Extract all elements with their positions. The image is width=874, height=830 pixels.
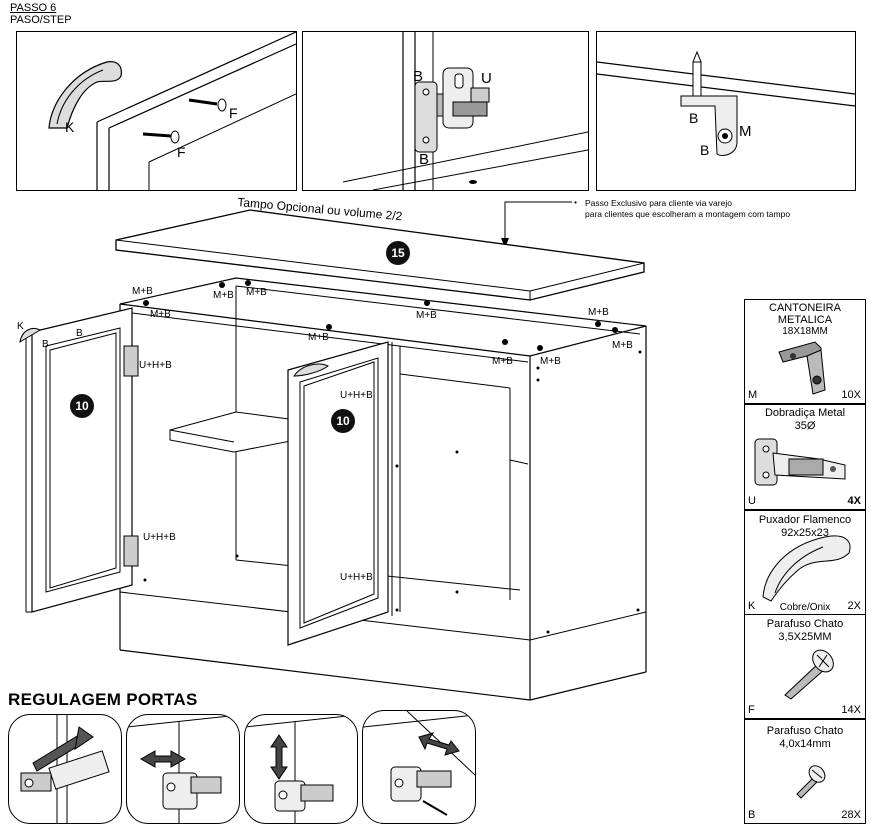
hinge-icon bbox=[754, 438, 846, 486]
screw-f-upper bbox=[188, 98, 227, 112]
label-u: U bbox=[481, 70, 492, 87]
bracket-icon bbox=[778, 341, 826, 395]
part-finish: Cobre/Onix bbox=[779, 602, 831, 613]
part-qty: 4X bbox=[847, 495, 861, 507]
part-card-screw-b: Parafuso Chato 4,0x14mm B 28X bbox=[744, 719, 866, 824]
note-line-1: Passo Exclusivo para cliente via varejo bbox=[585, 198, 732, 208]
label-mb-10: M+B bbox=[540, 356, 561, 367]
label-uhb-2: U+H+B bbox=[143, 532, 176, 543]
part-size: 4,0x14mm bbox=[779, 738, 831, 750]
part-qty: 10X bbox=[841, 389, 861, 401]
label-mb-8: M+B bbox=[612, 340, 633, 351]
label-f-upper: F bbox=[229, 105, 238, 121]
label-b-door-1: B bbox=[42, 339, 49, 350]
label-b-b: B bbox=[700, 142, 710, 158]
part-name: Puxador Flamenco bbox=[758, 514, 852, 526]
label-f-lower: F bbox=[177, 144, 186, 160]
label-k-door: K bbox=[17, 321, 24, 332]
left-door-number: 10 bbox=[70, 394, 94, 418]
step-title: PASSO 6 bbox=[10, 2, 57, 14]
part-size: 35Ø bbox=[794, 420, 816, 432]
part-qty: 28X bbox=[841, 809, 861, 821]
note-line-2: para clientes que escolheram a montagem … bbox=[585, 209, 791, 219]
part-size: 3,5X25MM bbox=[778, 631, 832, 643]
label-m: M bbox=[739, 123, 752, 140]
part-size: 92x25x23 bbox=[781, 527, 829, 539]
label-b-a: B bbox=[689, 110, 699, 126]
part-card-bracket: CANTONEIRA METALICA 18X18MM M 10X bbox=[744, 299, 866, 404]
label-b-bottom: B bbox=[419, 151, 430, 168]
part-name: Parafuso Chato bbox=[766, 725, 844, 737]
part-qty: 14X bbox=[841, 704, 861, 716]
label-mb-7: M+B bbox=[588, 307, 609, 318]
label-mb-6: M+B bbox=[308, 332, 329, 343]
label-mb-5: M+B bbox=[416, 310, 437, 321]
label-uhb-4: U+H+B bbox=[340, 572, 373, 583]
detail-hinge-panel: B U B bbox=[302, 31, 589, 191]
regulagem-title: REGULAGEM PORTAS bbox=[8, 690, 198, 709]
part-card-screw-f: Parafuso Chato 3,5X25MM F 14X bbox=[744, 614, 866, 719]
label-b-door-2: B bbox=[76, 328, 83, 339]
label-mb-1: M+B bbox=[132, 286, 153, 297]
note-bullet: • bbox=[574, 197, 577, 207]
part-name: Dobradiça Metal bbox=[764, 407, 846, 419]
bracket-detail-drawing bbox=[597, 50, 855, 156]
label-b-top: B bbox=[413, 68, 424, 85]
label-mb-4: M+B bbox=[246, 287, 267, 298]
small-screw-icon bbox=[796, 765, 826, 799]
label-k: K bbox=[65, 119, 75, 135]
part-card-hinge: Dobradiça Metal 35Ø U 4X bbox=[744, 404, 866, 510]
handle-detail-drawing bbox=[48, 32, 296, 190]
adjust-depth-illustration bbox=[8, 714, 122, 824]
part-code: U bbox=[748, 495, 756, 507]
top-part-number: 15 bbox=[386, 241, 410, 265]
part-code: F bbox=[748, 704, 755, 716]
adjust-tilt-illustration bbox=[362, 710, 476, 824]
part-size: 18X18MM bbox=[782, 326, 828, 337]
screw-icon bbox=[784, 649, 834, 700]
step-subtitle: PASO/STEP bbox=[10, 14, 72, 26]
part-name: CANTONEIRA METALICA bbox=[769, 302, 841, 326]
label-mb-2: M+B bbox=[150, 309, 171, 320]
detail-bracket-panel: B M B bbox=[596, 31, 856, 191]
label-mb-3: M+B bbox=[213, 290, 234, 301]
adjust-vertical-illustration bbox=[244, 714, 358, 824]
part-code: K bbox=[748, 600, 756, 612]
handle-icon bbox=[762, 535, 851, 602]
label-uhb-1: U+H+B bbox=[139, 360, 172, 371]
part-code: B bbox=[748, 809, 756, 821]
label-mb-9: M+B bbox=[492, 356, 513, 367]
adjust-horizontal-illustration bbox=[126, 714, 240, 824]
part-card-handle: Puxador Flamenco 92x25x23 Cobre/Onix K 2… bbox=[744, 510, 866, 615]
part-qty: 2X bbox=[847, 600, 861, 612]
part-code: M bbox=[748, 389, 758, 401]
screw-f-lower bbox=[142, 130, 180, 144]
right-door-number: 10 bbox=[331, 409, 355, 433]
detail-handle-panel: K F F bbox=[16, 31, 297, 191]
hinge-detail-drawing bbox=[342, 32, 588, 190]
label-uhb-3: U+H+B bbox=[340, 390, 373, 401]
part-name: Parafuso Chato bbox=[766, 618, 844, 630]
